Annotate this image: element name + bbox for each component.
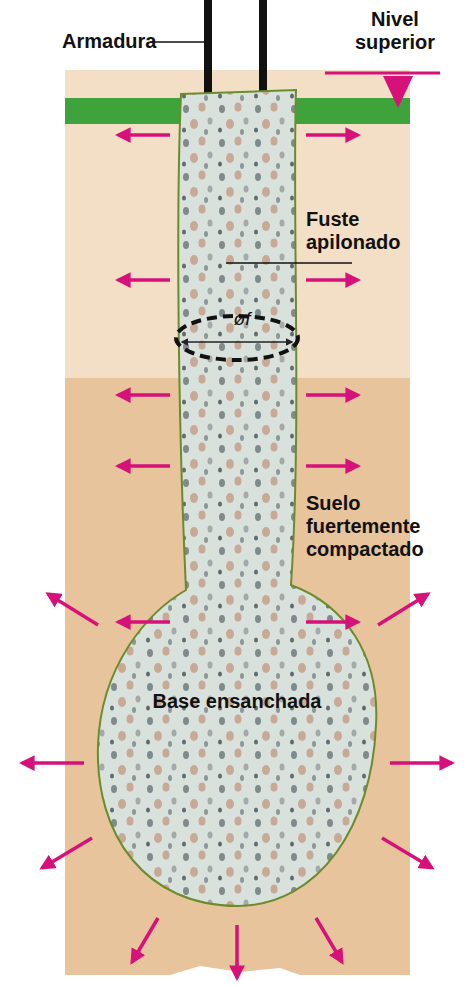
part-label: Fuste apilonado [306, 208, 456, 254]
soil-label: Suelo fuertemente compactado [306, 492, 466, 561]
level-label: Nivel superior [330, 8, 460, 54]
part-label: Armadura [62, 30, 172, 53]
part-label: Base ensanchada [150, 690, 324, 713]
dimension-label: øf [222, 308, 262, 330]
